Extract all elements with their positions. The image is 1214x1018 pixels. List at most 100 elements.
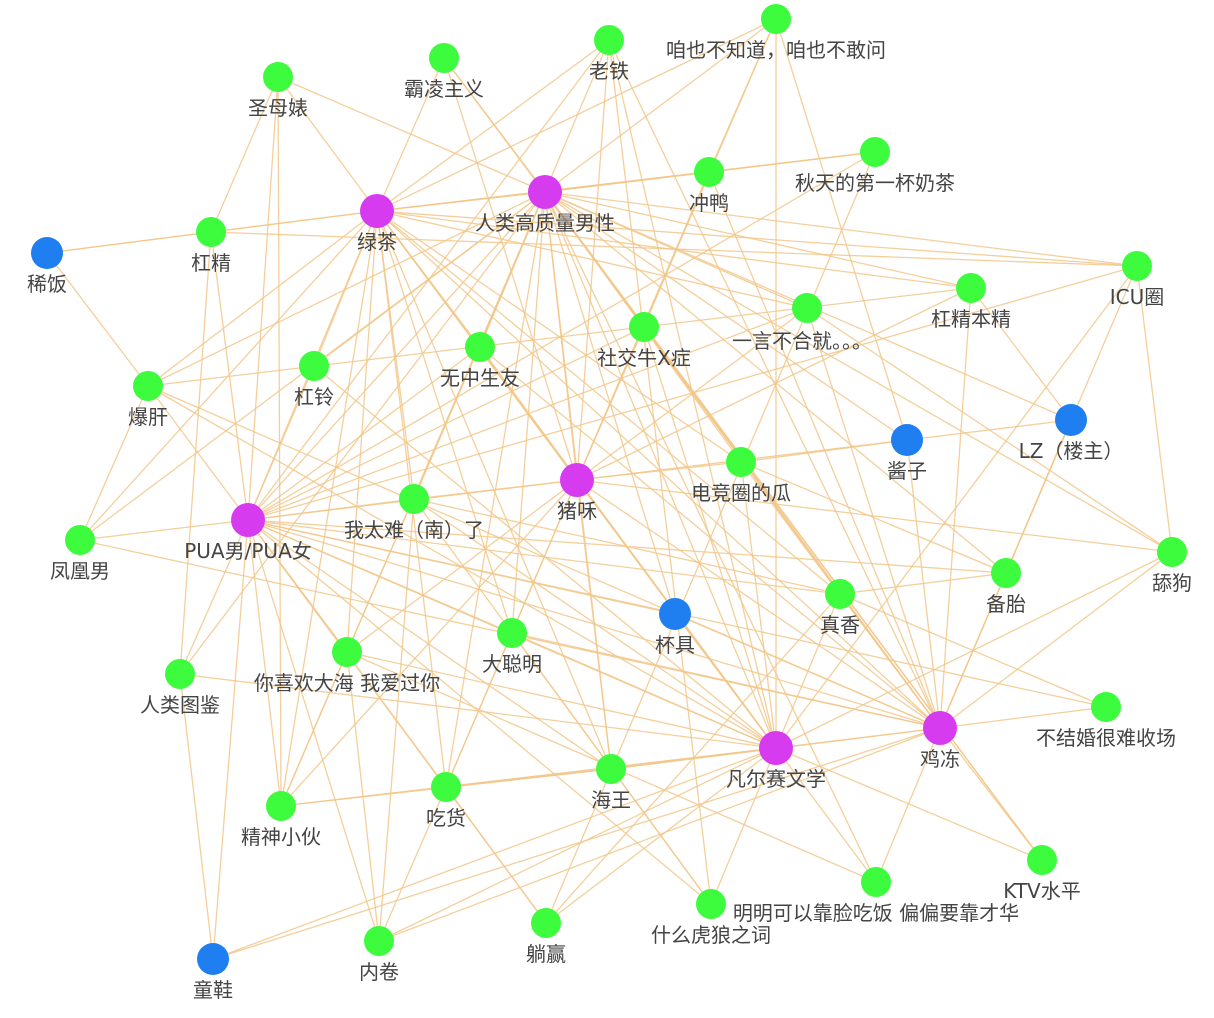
- node-circle-wotai[interactable]: [399, 484, 429, 514]
- node-laotie[interactable]: 老铁: [589, 25, 629, 83]
- node-circle-renlei[interactable]: [165, 659, 195, 689]
- node-circle-fenghuang[interactable]: [65, 525, 95, 555]
- node-louzhu[interactable]: LZ（楼主）: [1019, 404, 1124, 463]
- node-haiwang[interactable]: 海王: [591, 754, 631, 812]
- node-circle-chongya[interactable]: [694, 157, 724, 187]
- node-circle-rengao[interactable]: [528, 175, 562, 209]
- node-nixihuan[interactable]: 你喜欢大海 我爱过你: [254, 637, 440, 695]
- node-rengao[interactable]: 人类高质量男性: [475, 175, 615, 235]
- node-label-tiangou: 舔狗: [1152, 571, 1192, 595]
- edge-pua-jidong: [247, 519, 941, 729]
- edge-beitai-louzhu: [1005, 419, 1072, 574]
- node-mingming[interactable]: 明明可以靠脸吃饭 偏偏要靠才华: [733, 867, 1019, 925]
- node-circle-laotie[interactable]: [594, 25, 624, 55]
- node-label-yiyan: 一言不合就。。。: [732, 329, 872, 353]
- node-circle-dacong[interactable]: [497, 618, 527, 648]
- node-circle-baling[interactable]: [429, 43, 459, 73]
- node-jiangzi[interactable]: 酱子: [887, 424, 927, 483]
- node-icu[interactable]: ICU圈: [1110, 251, 1165, 309]
- node-renlei[interactable]: 人类图鉴: [140, 659, 220, 717]
- node-yiyan[interactable]: 一言不合就。。。: [732, 293, 872, 353]
- node-circle-ktv[interactable]: [1027, 845, 1057, 875]
- node-circle-jingshen[interactable]: [266, 791, 296, 821]
- edge-zhuwei-shejiao: [576, 326, 645, 481]
- node-gangjingbj[interactable]: 杠精本精: [931, 273, 1011, 331]
- node-circle-tiangou[interactable]: [1157, 537, 1187, 567]
- node-tangying[interactable]: 躺赢: [526, 908, 566, 966]
- node-ktv[interactable]: KTV水平: [1003, 845, 1081, 903]
- node-circle-qiutian[interactable]: [860, 137, 890, 167]
- node-wuzhong[interactable]: 无中生友: [440, 332, 520, 390]
- node-circle-baogan[interactable]: [133, 371, 163, 401]
- edge-jidong-laotie: [608, 39, 941, 729]
- node-chongya[interactable]: 冲鸭: [689, 157, 729, 215]
- node-dianjing[interactable]: 电竞圈的瓜: [691, 447, 791, 505]
- node-circle-wuzhong[interactable]: [465, 332, 495, 362]
- node-circle-zanye[interactable]: [761, 4, 791, 34]
- node-wotai[interactable]: 我太难（南）了: [344, 484, 484, 542]
- node-zhuwei[interactable]: 猪咊: [557, 463, 597, 523]
- node-circle-haiwang[interactable]: [596, 754, 626, 784]
- node-ganling[interactable]: 杠铃: [294, 351, 334, 409]
- node-zanye[interactable]: 咱也不知道，咱也不敢问: [666, 4, 886, 62]
- node-circle-jidong[interactable]: [923, 711, 957, 745]
- node-qiutian[interactable]: 秋天的第一杯奶茶: [795, 137, 955, 195]
- node-circle-jiangzi[interactable]: [891, 424, 923, 456]
- edge-zhenxiang-tangying: [545, 593, 841, 924]
- edge-gangjing-renlei: [179, 231, 212, 675]
- node-pua[interactable]: PUA男/PUA女: [184, 503, 312, 563]
- node-circle-fanersai[interactable]: [759, 731, 793, 765]
- edge-baogan-gangjingbj: [147, 287, 972, 387]
- node-gangjing[interactable]: 杠精: [191, 217, 231, 275]
- node-circle-pua[interactable]: [231, 503, 265, 537]
- node-circle-dianjing[interactable]: [726, 447, 756, 477]
- node-tiangou[interactable]: 舔狗: [1152, 537, 1192, 595]
- node-circle-neijuan[interactable]: [364, 926, 394, 956]
- edge-lvcha-zanye: [376, 18, 777, 212]
- node-xifan[interactable]: 稀饭: [27, 237, 67, 296]
- node-circle-xifan[interactable]: [31, 237, 63, 269]
- node-neijuan[interactable]: 内卷: [359, 926, 399, 984]
- node-tongxie[interactable]: 童鞋: [193, 943, 233, 1002]
- node-circle-zhenxiang[interactable]: [825, 579, 855, 609]
- node-circle-icu[interactable]: [1122, 251, 1152, 281]
- node-fanersai[interactable]: 凡尔赛文学: [726, 731, 826, 791]
- node-zhenxiang[interactable]: 真香: [820, 579, 860, 637]
- node-circle-shenme[interactable]: [696, 889, 726, 919]
- node-circle-zhuwei[interactable]: [560, 463, 594, 497]
- node-lvcha[interactable]: 绿茶: [357, 194, 397, 254]
- node-baogan[interactable]: 爆肝: [128, 371, 168, 429]
- node-circle-mingming[interactable]: [861, 867, 891, 897]
- node-jidong[interactable]: 鸡冻: [920, 711, 960, 771]
- node-circle-beiju[interactable]: [659, 598, 691, 630]
- node-baling[interactable]: 霸凌主义: [404, 43, 484, 101]
- node-circle-louzhu[interactable]: [1055, 404, 1087, 436]
- node-shengmu[interactable]: 圣母婊: [248, 62, 308, 120]
- node-chihuo[interactable]: 吃货: [426, 772, 466, 830]
- node-circle-lvcha[interactable]: [360, 194, 394, 228]
- node-circle-gangjing[interactable]: [196, 217, 226, 247]
- node-circle-bujiehun[interactable]: [1091, 692, 1121, 722]
- edge-dianjing-beitai: [740, 461, 1007, 574]
- node-circle-tangying[interactable]: [531, 908, 561, 938]
- node-shenme[interactable]: 什么虎狼之词: [651, 889, 771, 947]
- node-circle-shengmu[interactable]: [263, 62, 293, 92]
- node-circle-shejiao[interactable]: [629, 312, 659, 342]
- node-jingshen[interactable]: 精神小伙: [241, 791, 321, 849]
- node-beiju[interactable]: 杯具: [655, 598, 695, 657]
- edge-pua-baogan: [147, 385, 249, 521]
- node-bujiehun[interactable]: 不结婚很难收场: [1036, 692, 1176, 750]
- node-circle-yiyan[interactable]: [792, 293, 822, 323]
- edge-lvcha-shengmu: [277, 76, 378, 212]
- node-circle-chihuo[interactable]: [431, 772, 461, 802]
- node-circle-nixihuan[interactable]: [332, 637, 362, 667]
- node-beitai[interactable]: 备胎: [986, 558, 1026, 616]
- node-shejiao[interactable]: 社交牛X症: [597, 312, 691, 370]
- node-circle-tongxie[interactable]: [197, 943, 229, 975]
- node-circle-beitai[interactable]: [991, 558, 1021, 588]
- node-fenghuang[interactable]: 凤凰男: [50, 525, 110, 583]
- node-circle-gangjingbj[interactable]: [956, 273, 986, 303]
- node-dacong[interactable]: 大聪明: [482, 618, 542, 676]
- node-label-chihuo: 吃货: [426, 806, 466, 830]
- node-circle-ganling[interactable]: [299, 351, 329, 381]
